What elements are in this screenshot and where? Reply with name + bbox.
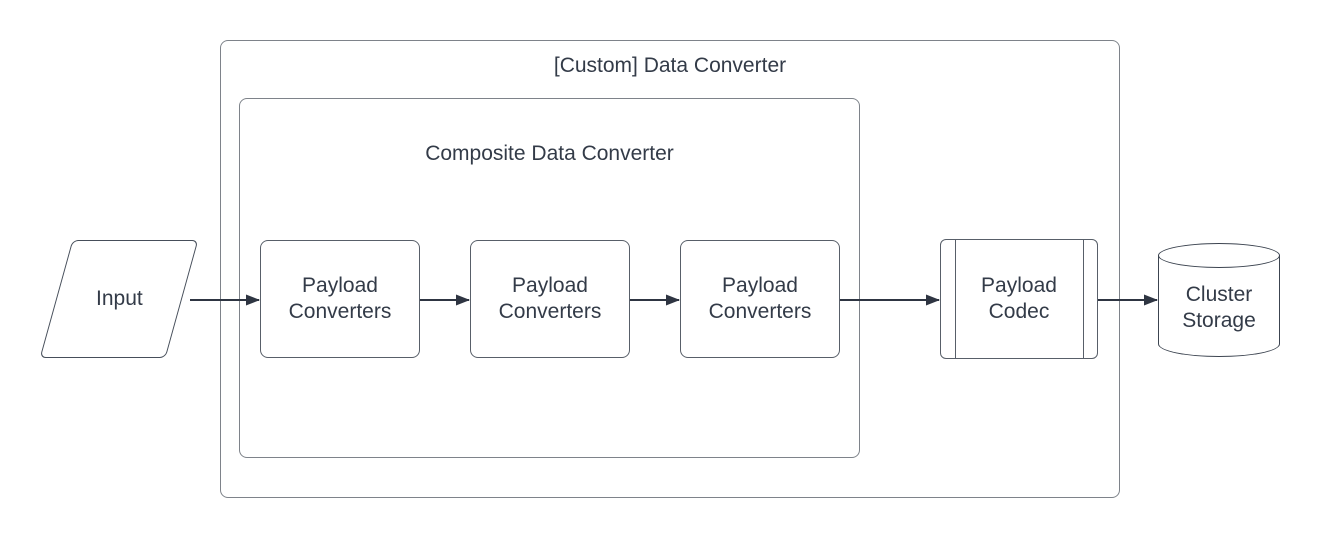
custom-data-converter-title: [Custom] Data Converter [553,54,787,77]
payload-converters-label-3: Payload Converters [708,274,812,323]
codec-right-bar [1083,240,1084,358]
payload-converters-label-1: Payload Converters [288,274,392,323]
payload-codec-box: Payload Codec [940,239,1098,359]
payload-converters-label-2: Payload Converters [498,274,602,323]
payload-converters-box-2: Payload Converters [470,240,630,358]
composite-data-converter-title: Composite Data Converter [425,142,674,165]
cluster-storage-cylinder: Cluster Storage [1158,243,1280,357]
codec-left-bar [955,240,956,358]
input-parallelogram: Input [39,240,199,358]
cylinder-top-ellipse [1158,243,1280,268]
payload-converters-box-1: Payload Converters [260,240,420,358]
input-label: Input [95,287,143,310]
cluster-storage-label: Cluster Storage [1182,283,1256,332]
payload-codec-label: Payload Codec [981,274,1057,323]
cylinder-body [1158,255,1280,357]
payload-converters-box-3: Payload Converters [680,240,840,358]
